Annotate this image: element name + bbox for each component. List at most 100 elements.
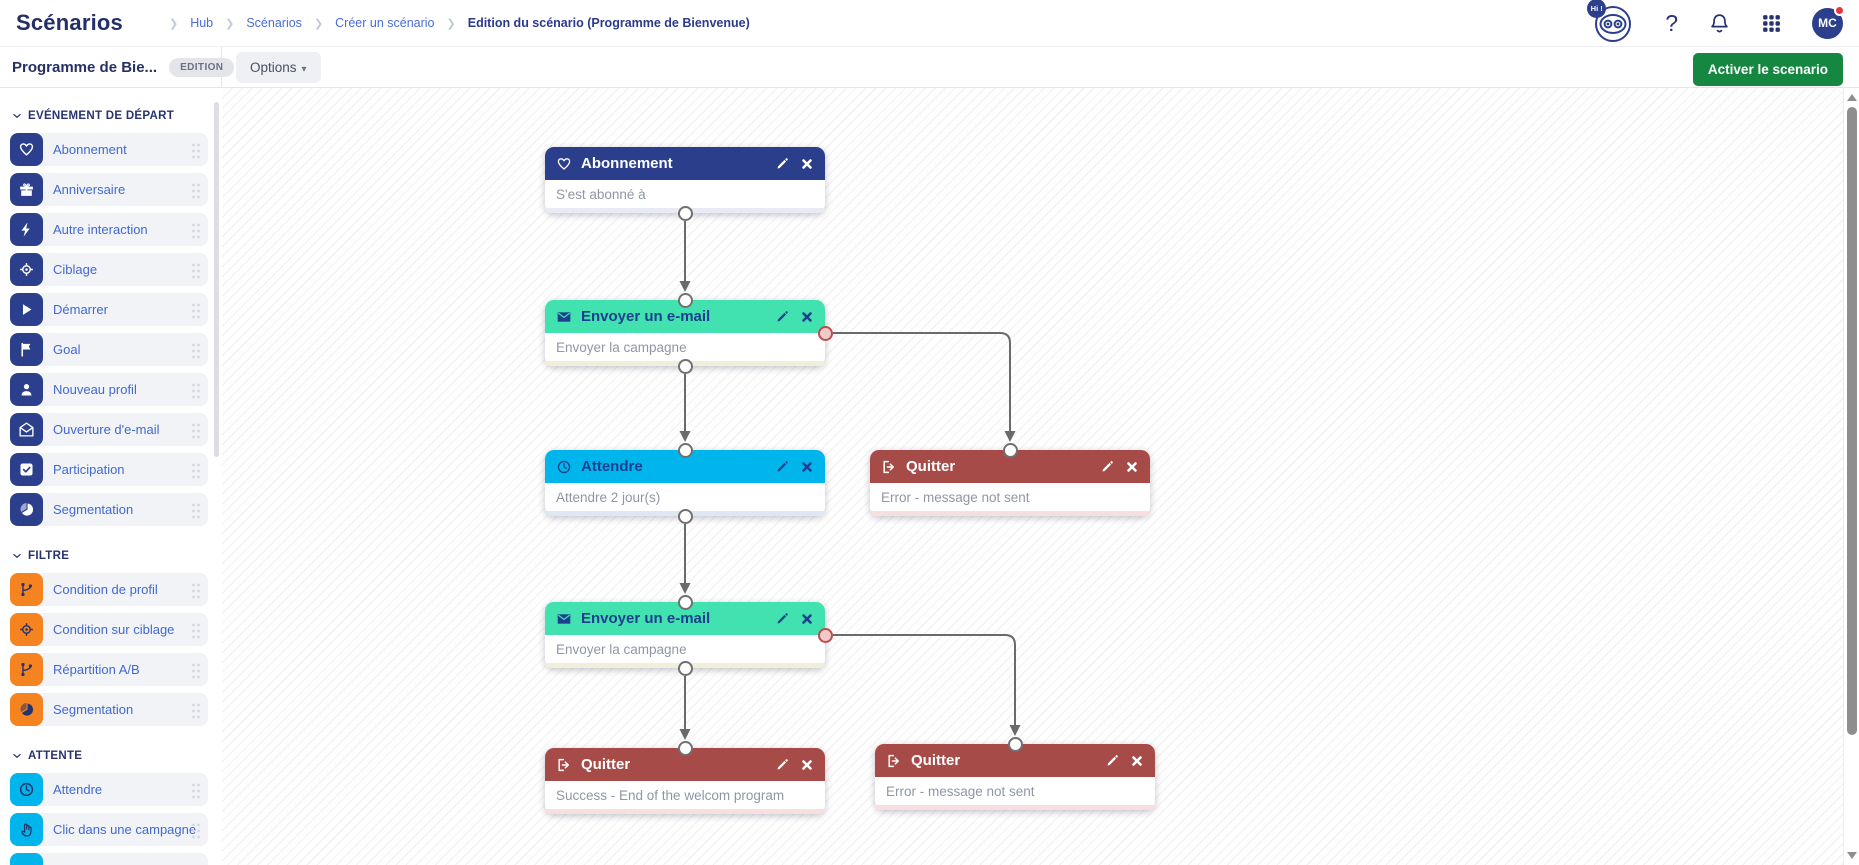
edit-pencil-icon[interactable] [775,612,789,626]
delete-x-icon[interactable] [800,758,814,772]
sidebar-item-partial[interactable] [10,853,208,865]
connector-error-out[interactable] [817,627,833,643]
sidebar-item-clic-campagne[interactable]: Clic dans une campagne [10,813,208,846]
flow-canvas[interactable]: Abonnement S'est abonné à Envoyer un e-m… [222,88,1859,865]
connector-out[interactable] [677,508,693,524]
drag-handle-icon[interactable] [189,661,203,681]
sidebar-item-autre-interaction[interactable]: Autre interaction [10,213,208,246]
sidebar-item-ouverture-email[interactable]: Ouverture d'e-mail [10,413,208,446]
drag-handle-icon[interactable] [189,701,203,721]
edit-pencil-icon[interactable] [775,157,789,171]
flow-node-attendre[interactable]: Attendre Attendre 2 jour(s) [545,450,825,516]
sidebar-item-segmentation-filtre[interactable]: Segmentation [10,693,208,726]
sidebar-item-demarrer[interactable]: Démarrer [10,293,208,326]
node-header[interactable]: Quitter [870,450,1150,483]
node-subtitle: Envoyer la campagne [556,339,687,355]
edit-pencil-icon[interactable] [1105,754,1119,768]
scrollbar-thumb[interactable] [1847,107,1857,735]
connector-in[interactable] [677,740,693,756]
connector-in[interactable] [1002,442,1018,458]
sidebar-item-condition-profil[interactable]: Condition de profil [10,573,208,606]
breadcrumb-create-scenario[interactable]: Créer un scénario [335,16,435,30]
edit-pencil-icon[interactable] [775,310,789,324]
canvas-scrollbar [1843,88,1859,865]
drag-handle-icon[interactable] [189,581,203,601]
drag-handle-icon[interactable] [189,501,203,521]
caret-down-icon: ▾ [301,63,307,75]
connector-in[interactable] [677,292,693,308]
delete-x-icon[interactable] [800,157,814,171]
sidebar-item-segmentation[interactable]: Segmentation [10,493,208,526]
flow-node-quitter-error-1[interactable]: Quitter Error - message not sent [870,450,1150,516]
section-wait[interactable]: ATTENTE [12,750,208,762]
sidebar-item-anniversaire[interactable]: Anniversaire [10,173,208,206]
connector-out[interactable] [677,205,693,221]
edit-pencil-icon[interactable] [775,460,789,474]
flow-node-quitter-success[interactable]: Quitter Success - End of the welcom prog… [545,748,825,814]
status-badge: EDITION [169,57,235,77]
assistant-avatar[interactable]: Hi ! [1587,0,1635,44]
drag-handle-icon[interactable] [189,621,203,641]
node-header[interactable]: Abonnement [545,147,825,180]
breadcrumb-separator-icon: ❯ [225,17,235,30]
flow-node-send-email-1[interactable]: Envoyer un e-mail Envoyer la campagne [545,300,825,366]
drag-handle-icon[interactable] [189,421,203,441]
section-start-events[interactable]: EVÉNEMENT DE DÉPART [12,110,208,122]
delete-x-icon[interactable] [800,310,814,324]
node-header[interactable]: Envoyer un e-mail [545,300,825,333]
apps-grid-icon[interactable] [1761,13,1782,34]
delete-x-icon[interactable] [800,612,814,626]
flow-node-send-email-2[interactable]: Envoyer un e-mail Envoyer la campagne [545,602,825,668]
sidebar-item-goal[interactable]: Goal [10,333,208,366]
sidebar-item-nouveau-profil[interactable]: Nouveau profil [10,373,208,406]
drag-handle-icon[interactable] [189,181,203,201]
drag-handle-icon[interactable] [189,461,203,481]
activate-scenario-button[interactable]: Activer le scenario [1692,53,1843,86]
drag-handle-icon[interactable] [189,301,203,321]
connector-out[interactable] [677,358,693,374]
sidebar-item-repartition-ab[interactable]: Répartition A/B [10,653,208,686]
edit-pencil-icon[interactable] [775,758,789,772]
drag-handle-icon[interactable] [189,341,203,361]
breadcrumb-hub[interactable]: Hub [190,16,214,30]
options-button[interactable]: Options▾ [236,51,321,83]
delete-x-icon[interactable] [800,460,814,474]
top-header: Scénarios ❯ Hub ❯ Scénarios ❯ Créer un s… [0,0,1859,47]
node-title: Quitter [911,752,961,769]
help-icon[interactable]: ? [1665,9,1678,36]
drag-handle-icon[interactable] [189,821,203,841]
connector-in[interactable] [1007,736,1023,752]
delete-x-icon[interactable] [1130,754,1144,768]
node-header[interactable]: Quitter [875,744,1155,777]
sidebar-item-attendre[interactable]: Attendre [10,773,208,806]
node-subtitle: Error - message not sent [881,489,1030,505]
drag-handle-icon[interactable] [189,141,203,161]
drag-handle-icon[interactable] [189,221,203,241]
edit-pencil-icon[interactable] [1100,460,1114,474]
notifications-bell-icon[interactable] [1708,12,1731,35]
connector-out[interactable] [677,660,693,676]
sidebar-item-ciblage[interactable]: Ciblage [10,253,208,286]
drag-handle-icon[interactable] [189,261,203,281]
node-header[interactable]: Envoyer un e-mail [545,602,825,635]
breadcrumb-scenarios[interactable]: Scénarios [246,16,302,30]
drag-handle-icon[interactable] [189,381,203,401]
connector-in[interactable] [677,594,693,610]
connector-error-out[interactable] [817,325,833,341]
scroll-down-arrow-icon[interactable] [1847,852,1857,859]
drag-handle-icon[interactable] [189,781,203,801]
sidebar-item-condition-ciblage[interactable]: Condition sur ciblage [10,613,208,646]
flow-node-abonnement[interactable]: Abonnement S'est abonné à [545,147,825,213]
sidebar-item-participation[interactable]: Participation [10,453,208,486]
flow-node-quitter-error-2[interactable]: Quitter Error - message not sent [875,744,1155,810]
sidebar-scrollbar[interactable] [214,102,219,457]
user-avatar[interactable]: MC [1812,4,1845,39]
node-subtitle: S'est abonné à [556,186,646,202]
sidebar-item-abonnement[interactable]: Abonnement [10,133,208,166]
connector-in[interactable] [677,442,693,458]
delete-x-icon[interactable] [1125,460,1139,474]
node-title: Attendre [581,458,643,475]
section-filter[interactable]: FILTRE [12,550,208,562]
scroll-up-arrow-icon[interactable] [1847,94,1857,101]
